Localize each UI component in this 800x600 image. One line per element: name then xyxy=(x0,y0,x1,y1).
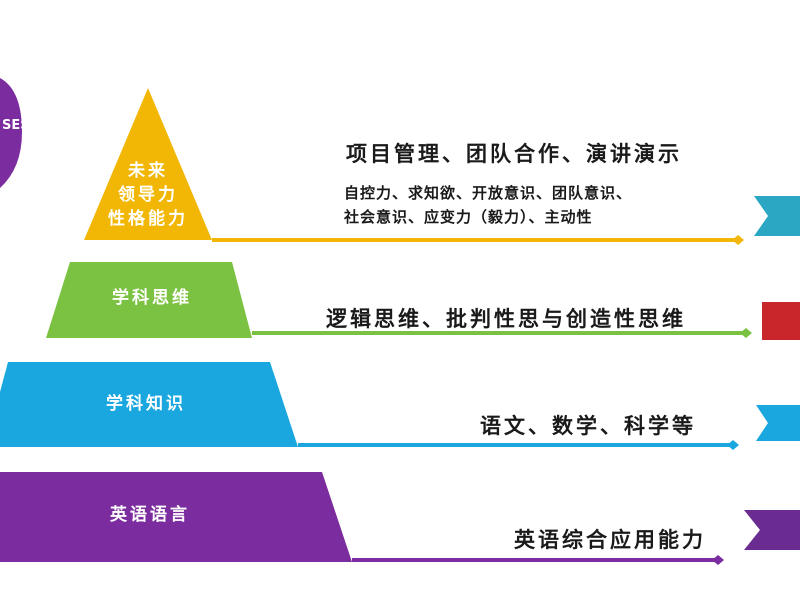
tier-2-label-line: 学科思维 xyxy=(112,288,192,308)
tier-3-label: 学科知识 xyxy=(86,392,206,416)
tier-4-label: 英语语言 xyxy=(90,503,210,527)
tier-3-shape xyxy=(0,362,298,447)
tier-1-description: 项目管理、团队合作、演讲演示 xyxy=(346,141,682,166)
tier-4-label-line: 英语语言 xyxy=(110,505,190,525)
tier-4-arrow xyxy=(744,510,800,550)
tier-1-sub-description: 自控力、求知欲、开放意识、团队意识、 xyxy=(344,184,633,202)
tier-1-label-line: 未来 xyxy=(128,161,168,181)
tier-2-arrow xyxy=(762,302,800,340)
tier-2-description: 逻辑思维、批判性思与创造性思维 xyxy=(326,306,686,331)
tier-3-description: 语文、数学、科学等 xyxy=(480,413,696,438)
tier-2-line-end xyxy=(740,328,752,338)
tier-1-label: 未来 领导力 性格能力 xyxy=(98,159,198,231)
tier-1-line-end xyxy=(732,235,744,245)
tier-2-label: 学科思维 xyxy=(92,286,212,310)
tier-1-label-line: 性格能力 xyxy=(108,209,188,229)
tier-1-sub-description: 社会意识、应变力（毅力）、主动性 xyxy=(344,208,593,226)
corner-text: SES xyxy=(2,118,30,133)
tier-4-shape xyxy=(0,472,352,562)
tier-1-shape xyxy=(84,88,212,240)
tier-1-arrow xyxy=(754,196,800,236)
corner-shape xyxy=(0,78,22,188)
tier-2-shape xyxy=(46,262,252,338)
tier-4-line-end xyxy=(712,555,724,565)
tier-3-line-end xyxy=(727,440,739,450)
tier-1-label-line: 领导力 xyxy=(118,185,178,205)
tier-3-arrow xyxy=(756,405,800,441)
tier-3-label-line: 学科知识 xyxy=(106,394,186,414)
tier-4-description: 英语综合应用能力 xyxy=(514,527,706,552)
